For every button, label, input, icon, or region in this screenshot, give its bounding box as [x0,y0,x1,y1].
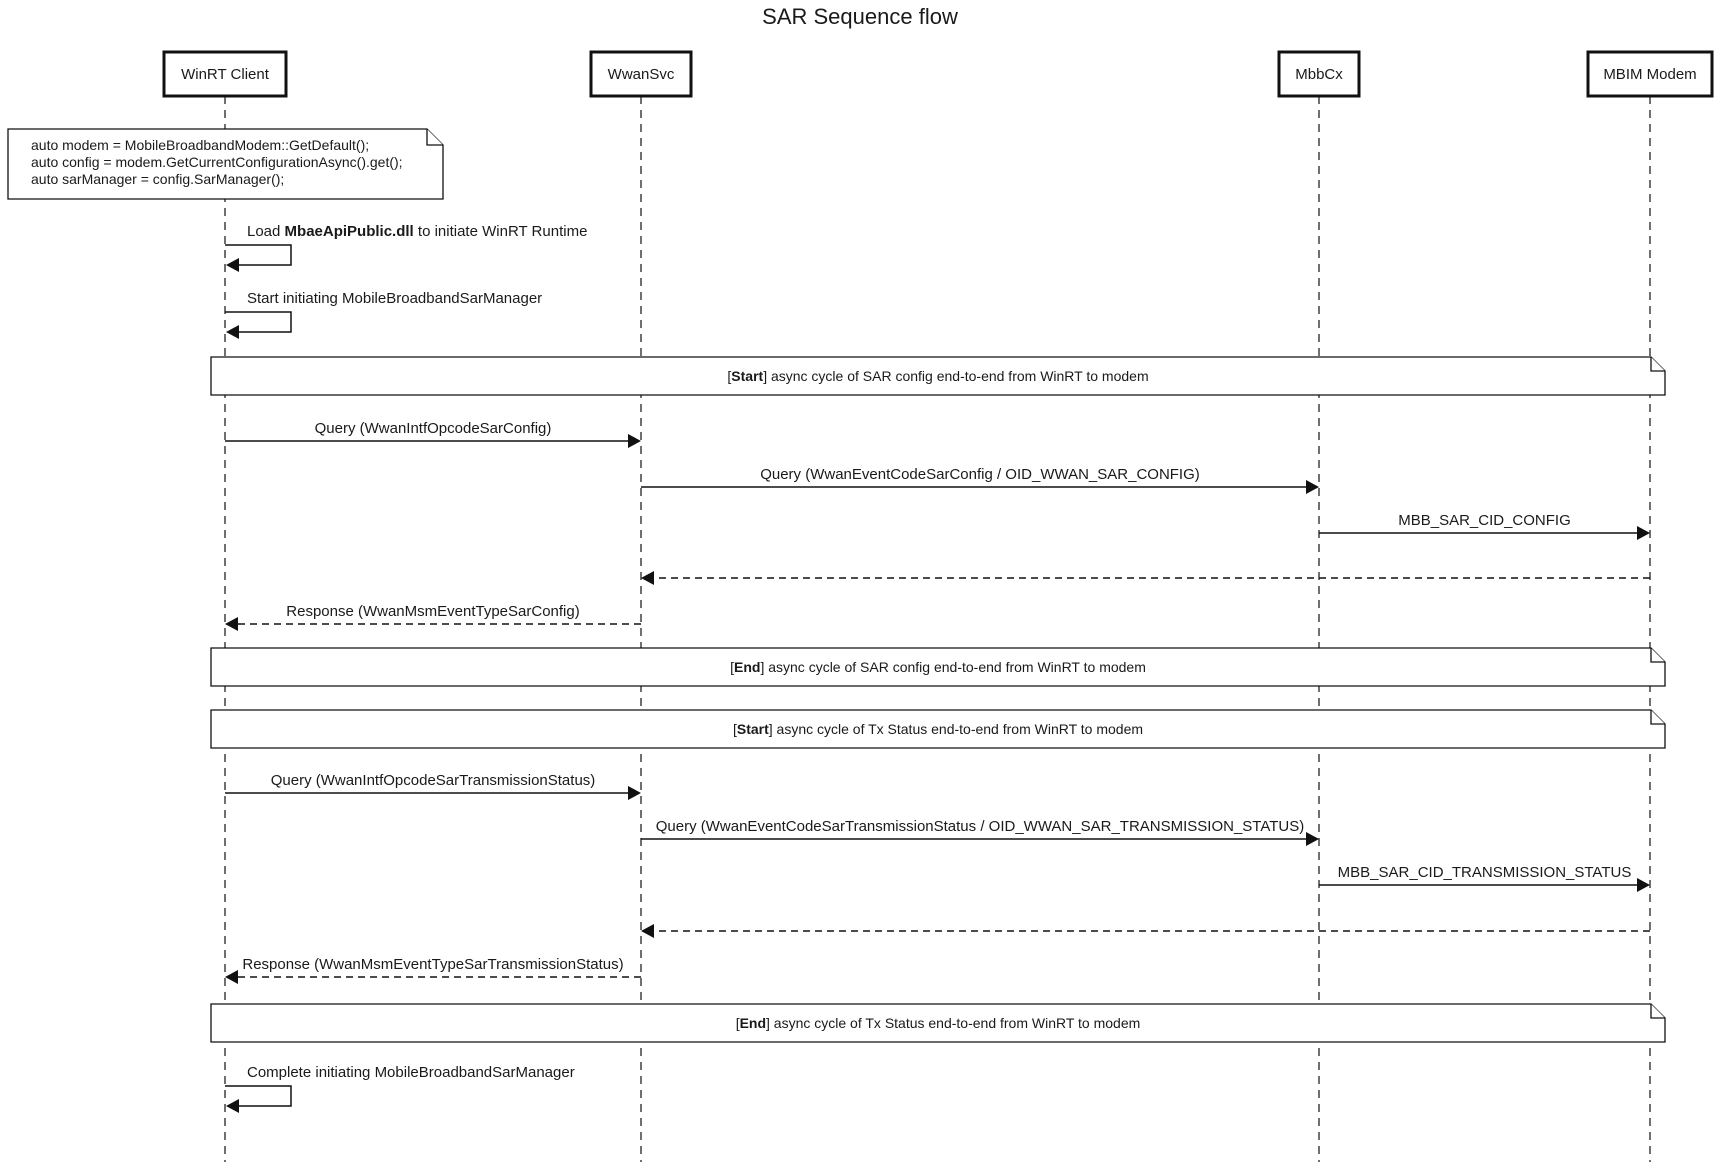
code-line: auto config = modem.GetCurrentConfigurat… [31,154,403,170]
self-message: Complete initiating MobileBroadbandSarMa… [225,1064,575,1113]
arrowhead [1306,480,1319,494]
code-line: auto modem = MobileBroadbandModem::GetDe… [31,137,369,153]
self-message-label: Load MbaeApiPublic.dll to initiate WinRT… [247,223,587,240]
message-solid: Query (WwanEventCodeSarConfig / OID_WWAN… [641,466,1319,494]
label-text: to initiate WinRT Runtime [414,223,588,240]
bold-text: Start [737,721,769,737]
section-banner: [End] async cycle of SAR config end-to-e… [210,647,1666,687]
banner-box [210,356,1666,396]
participants: WinRT Client WwanSvc MbbCx MBIM Modem [162,50,1714,98]
participant-wwansvc: WwanSvc [589,50,693,98]
participant-box [1586,50,1714,98]
diagram-title: SAR Sequence flow [762,4,958,29]
participant-winrt-client: WinRT Client [162,50,288,98]
label-text: ] async cycle of Tx Status end-to-end fr… [766,1015,1140,1031]
label-text: [ [736,1015,740,1031]
message-dashed: Response (WwanMsmEventTypeSarConfig) [225,603,641,631]
message-label: Response (WwanMsmEventTypeSarTransmissio… [242,956,623,973]
self-message: Start initiating MobileBroadbandSarManag… [225,290,542,339]
message-label: Query (WwanEventCodeSarTransmissionStatu… [656,818,1305,835]
code-note: auto modem = MobileBroadbandModem::GetDe… [7,128,444,200]
label-text: ] async cycle of SAR config end-to-end f… [760,659,1145,675]
self-message-line [225,311,292,333]
banner-fold [1650,1004,1665,1019]
message-label: Response (WwanMsmEventTypeSarConfig) [286,603,579,620]
message-dashed: Response (WwanMsmEventTypeSarTransmissio… [225,956,641,984]
arrowhead [1306,832,1319,846]
message-label: Query (WwanIntfOpcodeSarTransmissionStat… [271,772,596,789]
banner-label: [End] async cycle of Tx Status end-to-en… [736,1015,1141,1031]
lifelines [224,96,1651,1162]
message-solid: MBB_SAR_CID_TRANSMISSION_STATUS [1319,864,1650,892]
section-banner: [Start] async cycle of Tx Status end-to-… [210,709,1666,749]
message-solid: Query (WwanIntfOpcodeSarTransmissionStat… [225,772,641,800]
message-solid: Query (WwanIntfOpcodeSarConfig) [225,420,641,448]
banner-label: [Start] async cycle of Tx Status end-to-… [733,721,1143,737]
message-label: Query (WwanIntfOpcodeSarConfig) [315,420,552,437]
label-text: Load [247,223,285,240]
self-message-label: Start initiating MobileBroadbandSarManag… [247,290,542,307]
participant-label: WinRT Client [181,66,270,83]
events: Load MbaeApiPublic.dll to initiate WinRT… [210,223,1666,1113]
participant-box [162,50,288,98]
code-note-box [7,128,444,200]
section-banner: [Start] async cycle of SAR config end-to… [210,356,1666,396]
participant-mbbcx: MbbCx [1277,50,1361,98]
bold-text: End [740,1015,766,1031]
arrowhead [628,786,641,800]
label-text: [ [727,368,731,384]
label-text: [ [733,721,737,737]
message-solid: MBB_SAR_CID_CONFIG [1319,512,1650,540]
self-message-label: Complete initiating MobileBroadbandSarMa… [247,1064,575,1081]
code-line: auto sarManager = config.SarManager(); [31,171,284,187]
arrowhead [641,571,654,585]
participant-box [589,50,693,98]
bold-text: End [734,659,760,675]
arrowhead [1637,878,1650,892]
banner-fold [1650,357,1665,372]
arrowhead [226,1099,239,1113]
banner-box [210,1003,1666,1043]
arrowhead [1637,526,1650,540]
banner-fold [1650,648,1665,663]
arrowhead [628,434,641,448]
section-banner: [End] async cycle of Tx Status end-to-en… [210,1003,1666,1043]
arrowhead [225,617,238,631]
note-fold [426,129,443,146]
participant-label: MBIM Modem [1603,66,1696,83]
bold-text: Start [731,368,763,384]
participant-box [1277,50,1361,98]
self-message-line [225,1085,292,1107]
message-dashed [641,571,1650,585]
label-text: ] async cycle of Tx Status end-to-end fr… [769,721,1143,737]
arrowhead [226,258,239,272]
self-message: Load MbaeApiPublic.dll to initiate WinRT… [225,223,587,272]
message-dashed [641,924,1650,938]
label-text: Complete initiating MobileBroadbandSarMa… [247,1064,575,1081]
participant-mbim-modem: MBIM Modem [1586,50,1714,98]
participant-label: MbbCx [1295,66,1343,83]
arrowhead [226,325,239,339]
banner-fold [1650,710,1665,725]
participant-label: WwanSvc [608,66,675,83]
banner-label: [End] async cycle of SAR config end-to-e… [730,659,1146,675]
banner-box [210,709,1666,749]
arrowhead [225,970,238,984]
message-label: MBB_SAR_CID_CONFIG [1398,512,1571,529]
label-text: Start initiating MobileBroadbandSarManag… [247,290,542,307]
message-label: Query (WwanEventCodeSarConfig / OID_WWAN… [760,466,1200,483]
arrowhead [641,924,654,938]
message-solid: Query (WwanEventCodeSarTransmissionStatu… [641,818,1319,846]
banner-label: [Start] async cycle of SAR config end-to… [727,368,1148,384]
message-label: MBB_SAR_CID_TRANSMISSION_STATUS [1338,864,1632,881]
label-text: ] async cycle of SAR config end-to-end f… [763,368,1148,384]
bold-text: MbaeApiPublic.dll [285,223,414,240]
banner-box [210,647,1666,687]
label-text: [ [730,659,734,675]
self-message-line [225,244,292,266]
